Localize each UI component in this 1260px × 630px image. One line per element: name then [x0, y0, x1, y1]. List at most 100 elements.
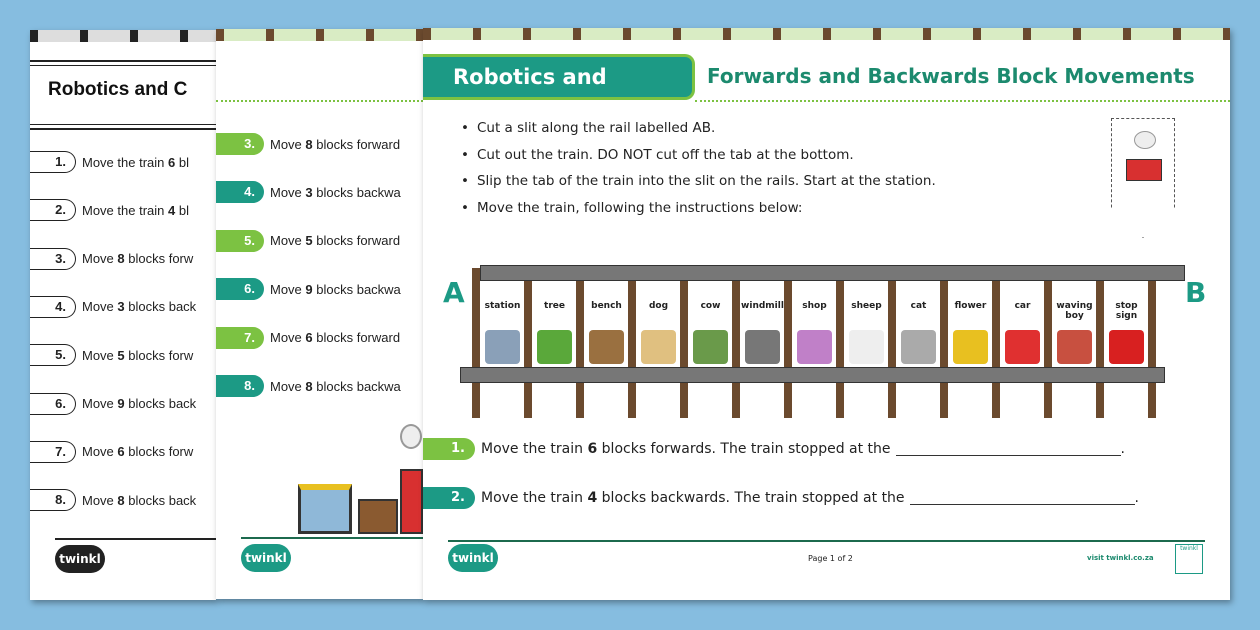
rail-post	[628, 268, 636, 418]
item-text-post: blocks forward	[312, 233, 401, 249]
instruction-item: 8.Move 8 blocks backwa	[216, 375, 401, 397]
item-number: 2.	[30, 199, 76, 222]
header-divider	[695, 100, 1230, 102]
binding-ring	[366, 29, 416, 41]
cell-picture	[1005, 330, 1040, 364]
item-text-pre: Move the train	[481, 441, 588, 457]
item-text-pre: Move the train	[481, 489, 588, 506]
item-text-pre: Move	[270, 136, 306, 152]
rail-post	[524, 268, 532, 418]
instruction-item: 4.Move 3 blocks backwa	[216, 181, 401, 204]
item-text-post: blocks backwards. The train stopped at t…	[597, 489, 905, 506]
item-text-pre: Move	[270, 184, 306, 200]
cell-label: flower	[954, 301, 987, 311]
item-text-pre: Move	[82, 492, 118, 508]
period: .	[1134, 489, 1139, 506]
cell-picture	[537, 330, 572, 364]
item-text-pre: Move	[82, 251, 118, 267]
item-number: 1.	[423, 438, 475, 460]
instruction-item: 4. Move 3 blocks back	[30, 295, 197, 318]
header-divider	[216, 100, 423, 102]
cell-label: shop	[802, 301, 827, 311]
rail-label-a: A	[443, 276, 465, 309]
cut-out-train	[1111, 118, 1175, 238]
rail-post	[472, 268, 480, 418]
instruction-item: 7.Move 6 blocks forw	[30, 440, 194, 463]
rail-post	[1096, 268, 1104, 418]
rail-cell-shop: shop	[793, 298, 836, 366]
item-number: 8.	[216, 375, 264, 397]
binding-ring	[266, 29, 316, 41]
item-text-post: blocks forw	[124, 444, 194, 460]
rail-post	[1044, 268, 1052, 418]
cell-picture	[953, 330, 988, 364]
rail-post	[940, 268, 948, 418]
item-text-pre: Move	[82, 299, 118, 315]
item-block-count: 6	[587, 441, 598, 457]
rail-post	[1148, 268, 1156, 418]
instruction-item: 6.Move 9 blocks back	[30, 392, 197, 415]
item-text-post: blocks forward	[312, 136, 401, 152]
cell-picture	[849, 330, 884, 364]
item-block-count: 8	[117, 251, 125, 267]
instruction-bullet: •Move the train, following the instructi…	[461, 200, 803, 217]
item-block-count: 9	[305, 281, 313, 297]
answer-blank[interactable]	[909, 491, 1135, 505]
item-text-pre: Move the train	[82, 202, 168, 218]
item-block-count: 3	[117, 299, 125, 315]
rail-bottom	[460, 367, 1165, 383]
instruction-item: 5.Move 5 blocks forw	[30, 344, 194, 367]
instruction-item: 3.Move 8 blocks forward	[216, 133, 400, 155]
binding-ring	[523, 28, 573, 40]
item-text-post: blocks back	[124, 396, 197, 411]
instruction-item: 7.Move 6 blocks forward	[216, 326, 400, 349]
binding-ring	[773, 28, 823, 40]
twinkl-logo: twinkl	[241, 544, 291, 572]
instruction-bullet: •Cut out the train. DO NOT cut off the t…	[461, 146, 854, 163]
binding-ring	[873, 28, 923, 40]
instruction-item: 2.Move the train 4 blocks backwards. The…	[423, 486, 1139, 509]
cell-label: tree	[544, 301, 565, 311]
twinkl-logo: twinkl	[55, 545, 105, 573]
rail-cell-windmill: windmill	[741, 298, 784, 366]
cell-label: car	[1014, 301, 1031, 311]
item-block-count: 4	[587, 489, 598, 506]
cell-label: sheep	[851, 301, 882, 311]
instruction-item: 2.Move the train 4 bl	[30, 199, 189, 222]
item-text-pre: Move	[270, 378, 306, 394]
binding-ring	[923, 28, 973, 40]
instruction-item: 5.Move 5 blocks forward	[216, 229, 401, 252]
item-number: 1.	[30, 151, 76, 173]
item-number: 4.	[30, 295, 76, 318]
visit-link[interactable]: visit twinkl.co.za	[1087, 554, 1154, 562]
binding-ring	[673, 28, 723, 40]
item-text-post: blocks forw	[124, 347, 194, 363]
rail-top	[480, 265, 1185, 281]
cell-picture	[797, 330, 832, 364]
item-number: 7.	[30, 440, 76, 463]
binding-rings	[30, 30, 216, 42]
cell-label: station	[484, 301, 521, 311]
item-block-count: 4	[168, 202, 176, 218]
cell-label: stop sign	[1115, 301, 1138, 321]
rail-post	[992, 268, 1000, 418]
binding-ring	[1023, 28, 1073, 40]
item-text-pre: Move	[270, 281, 306, 297]
cell-picture	[1057, 330, 1092, 364]
item-number: 5.	[216, 229, 264, 252]
item-block-count: 8	[305, 136, 313, 152]
instruction-item: 1.Move the train 6 blocks forwards. The …	[423, 438, 1125, 460]
binding-ring	[1223, 28, 1230, 40]
item-block-count: 5	[305, 233, 313, 249]
twinkl-logo: twinkl	[448, 544, 498, 572]
footer-divider	[448, 540, 1205, 542]
binding-ring	[180, 30, 216, 42]
binding-ring	[973, 28, 1023, 40]
item-number: 3.	[30, 247, 76, 270]
item-text-post: blocks back	[124, 299, 197, 315]
page-title: Robotics and Coding	[423, 54, 695, 129]
instruction-item: 1.Move the train 6 bl	[30, 151, 189, 173]
rail-post	[784, 268, 792, 418]
answer-blank[interactable]	[895, 442, 1121, 456]
